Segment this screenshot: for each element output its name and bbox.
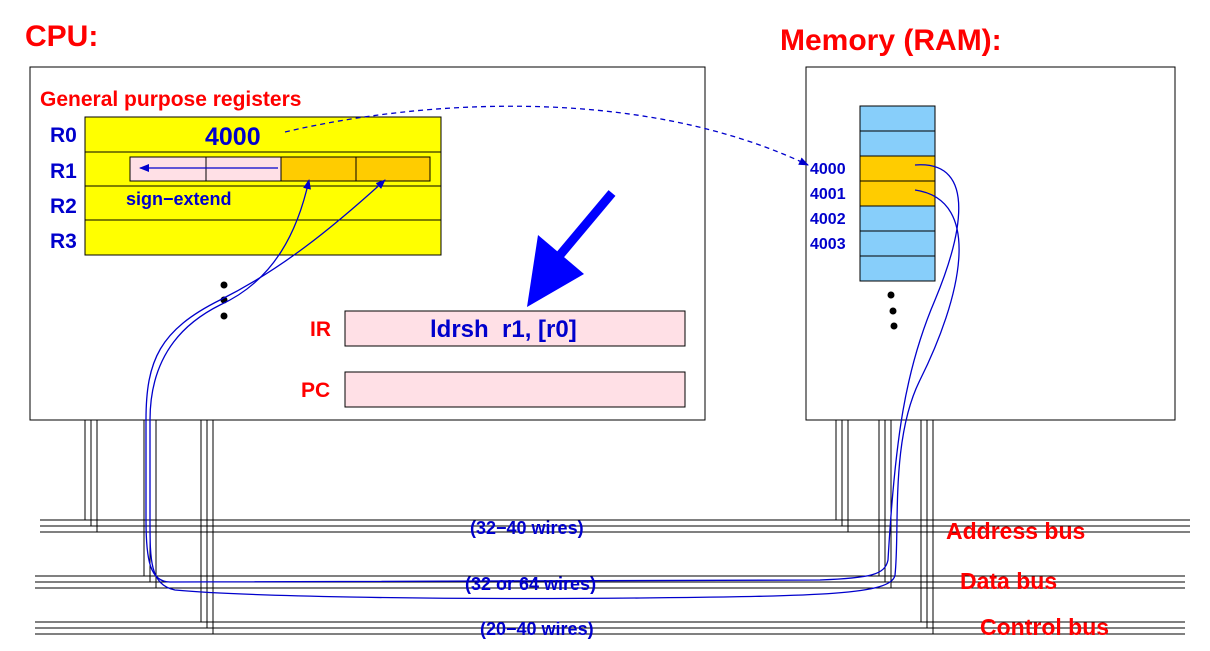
registers-title: General purpose registers — [40, 88, 301, 111]
memory-address-4003: 4003 — [810, 236, 846, 253]
memory-bus-connectors — [835, 420, 934, 634]
cpu-bus-connectors — [84, 420, 214, 634]
register-name-r3: R3 — [50, 230, 77, 253]
memory-address-4001: 4001 — [810, 186, 846, 203]
memory-address-4000: 4000 — [810, 161, 846, 178]
cpu-ellipsis-dots — [220, 281, 228, 320]
address-bus-label: Address bus — [946, 518, 1085, 544]
data-path-byte-4000 — [145, 164, 960, 583]
memory-cells — [859, 105, 936, 282]
register-name-r2: R2 — [50, 195, 77, 218]
memory-ellipsis-dots — [887, 291, 898, 330]
register-file — [84, 116, 442, 256]
memory-title: Memory (RAM): — [780, 24, 1002, 57]
register-value-r0: 4000 — [205, 123, 261, 151]
data-bus-wires: (32 or 64 wires) — [465, 574, 596, 594]
sign-extend-label: sign−extend — [126, 189, 232, 209]
data-path-byte-4001 — [149, 179, 960, 600]
cpu-title: CPU: — [25, 20, 98, 53]
data-bus-label: Data bus — [960, 568, 1057, 594]
memory-address-4002: 4002 — [810, 211, 846, 228]
register-name-r0: R0 — [50, 124, 77, 147]
address-bus-lines — [40, 519, 1190, 533]
ir-label: IR — [310, 318, 331, 341]
control-bus-lines — [35, 621, 1185, 635]
pc-register — [344, 371, 686, 408]
control-bus-label: Control bus — [980, 614, 1109, 640]
control-bus-wires: (20−40 wires) — [480, 619, 594, 639]
ir-register — [344, 310, 686, 347]
instruction-fetch-arrow — [527, 190, 616, 307]
pc-label: PC — [301, 379, 330, 402]
ir-value: ldrsh r1, [r0] — [430, 316, 577, 343]
address-bus-wires: (32−40 wires) — [470, 518, 584, 538]
register-name-r1: R1 — [50, 160, 77, 183]
r1-byte-cells — [129, 156, 431, 182]
